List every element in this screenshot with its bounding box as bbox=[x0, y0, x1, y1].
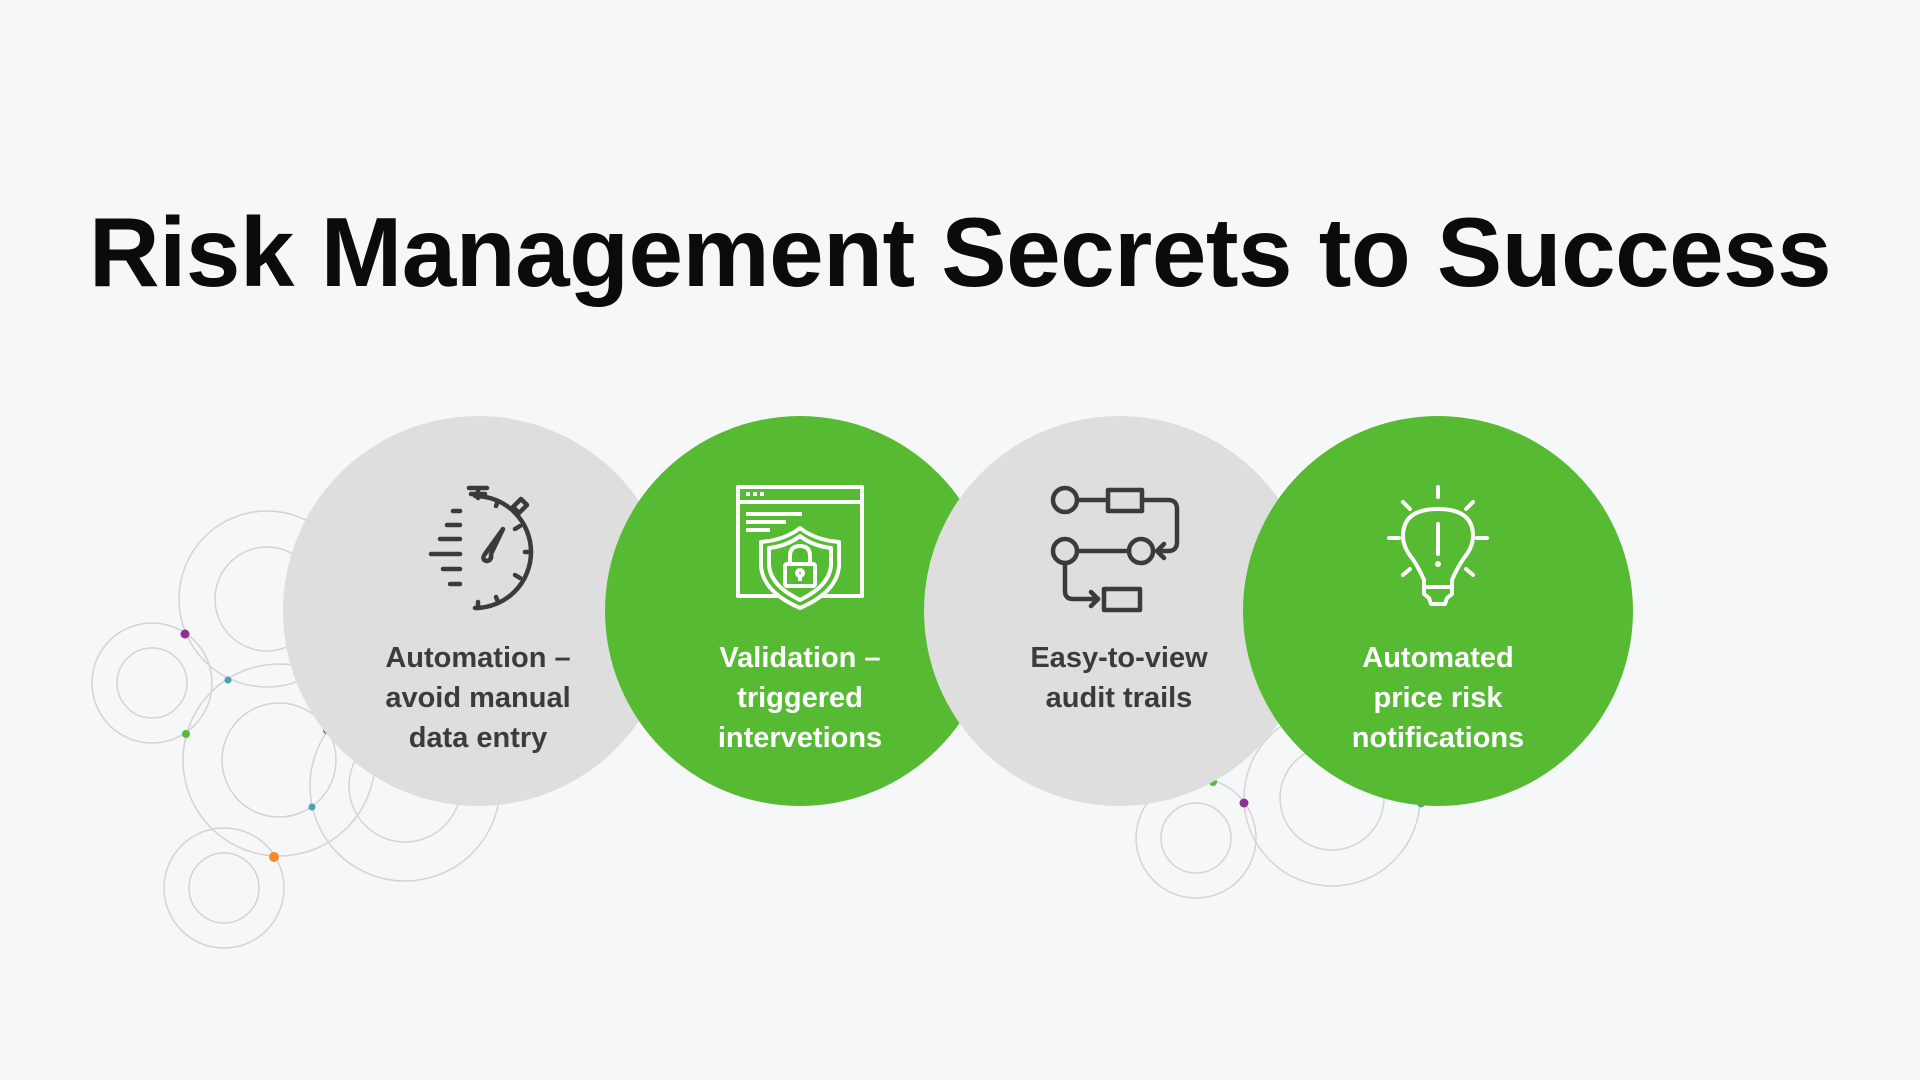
label-line: Automation – bbox=[385, 642, 571, 674]
label-line: data entry bbox=[408, 722, 548, 754]
label-line: price risk bbox=[1373, 682, 1503, 714]
label-line: avoid manual bbox=[385, 682, 571, 714]
label-line: Easy-to-view bbox=[1030, 642, 1208, 674]
feature-label: Automation – avoid manual data entry bbox=[283, 638, 673, 758]
label-line: Validation – bbox=[719, 642, 881, 674]
label-line: Automated bbox=[1362, 642, 1514, 674]
lightbulb-alert-icon bbox=[1387, 485, 1489, 606]
label-line: intervetions bbox=[717, 722, 883, 754]
stopwatch-icon bbox=[428, 485, 534, 611]
page-title: Risk Management Secrets to Success bbox=[88, 197, 1832, 307]
feature-label: Automated price risk notifications bbox=[1243, 638, 1633, 758]
label-line: triggered bbox=[737, 682, 863, 714]
label-line: notifications bbox=[1351, 722, 1525, 754]
label-line: audit trails bbox=[1045, 682, 1193, 714]
flowchart-icon bbox=[1050, 485, 1180, 613]
feature-label: Validation – triggered intervetions bbox=[605, 638, 995, 758]
feature-bubble-notifications: Automated price risk notifications bbox=[1243, 416, 1633, 806]
feature-label: Easy-to-view audit trails bbox=[924, 638, 1314, 718]
shield-lock-window-icon bbox=[736, 485, 864, 610]
